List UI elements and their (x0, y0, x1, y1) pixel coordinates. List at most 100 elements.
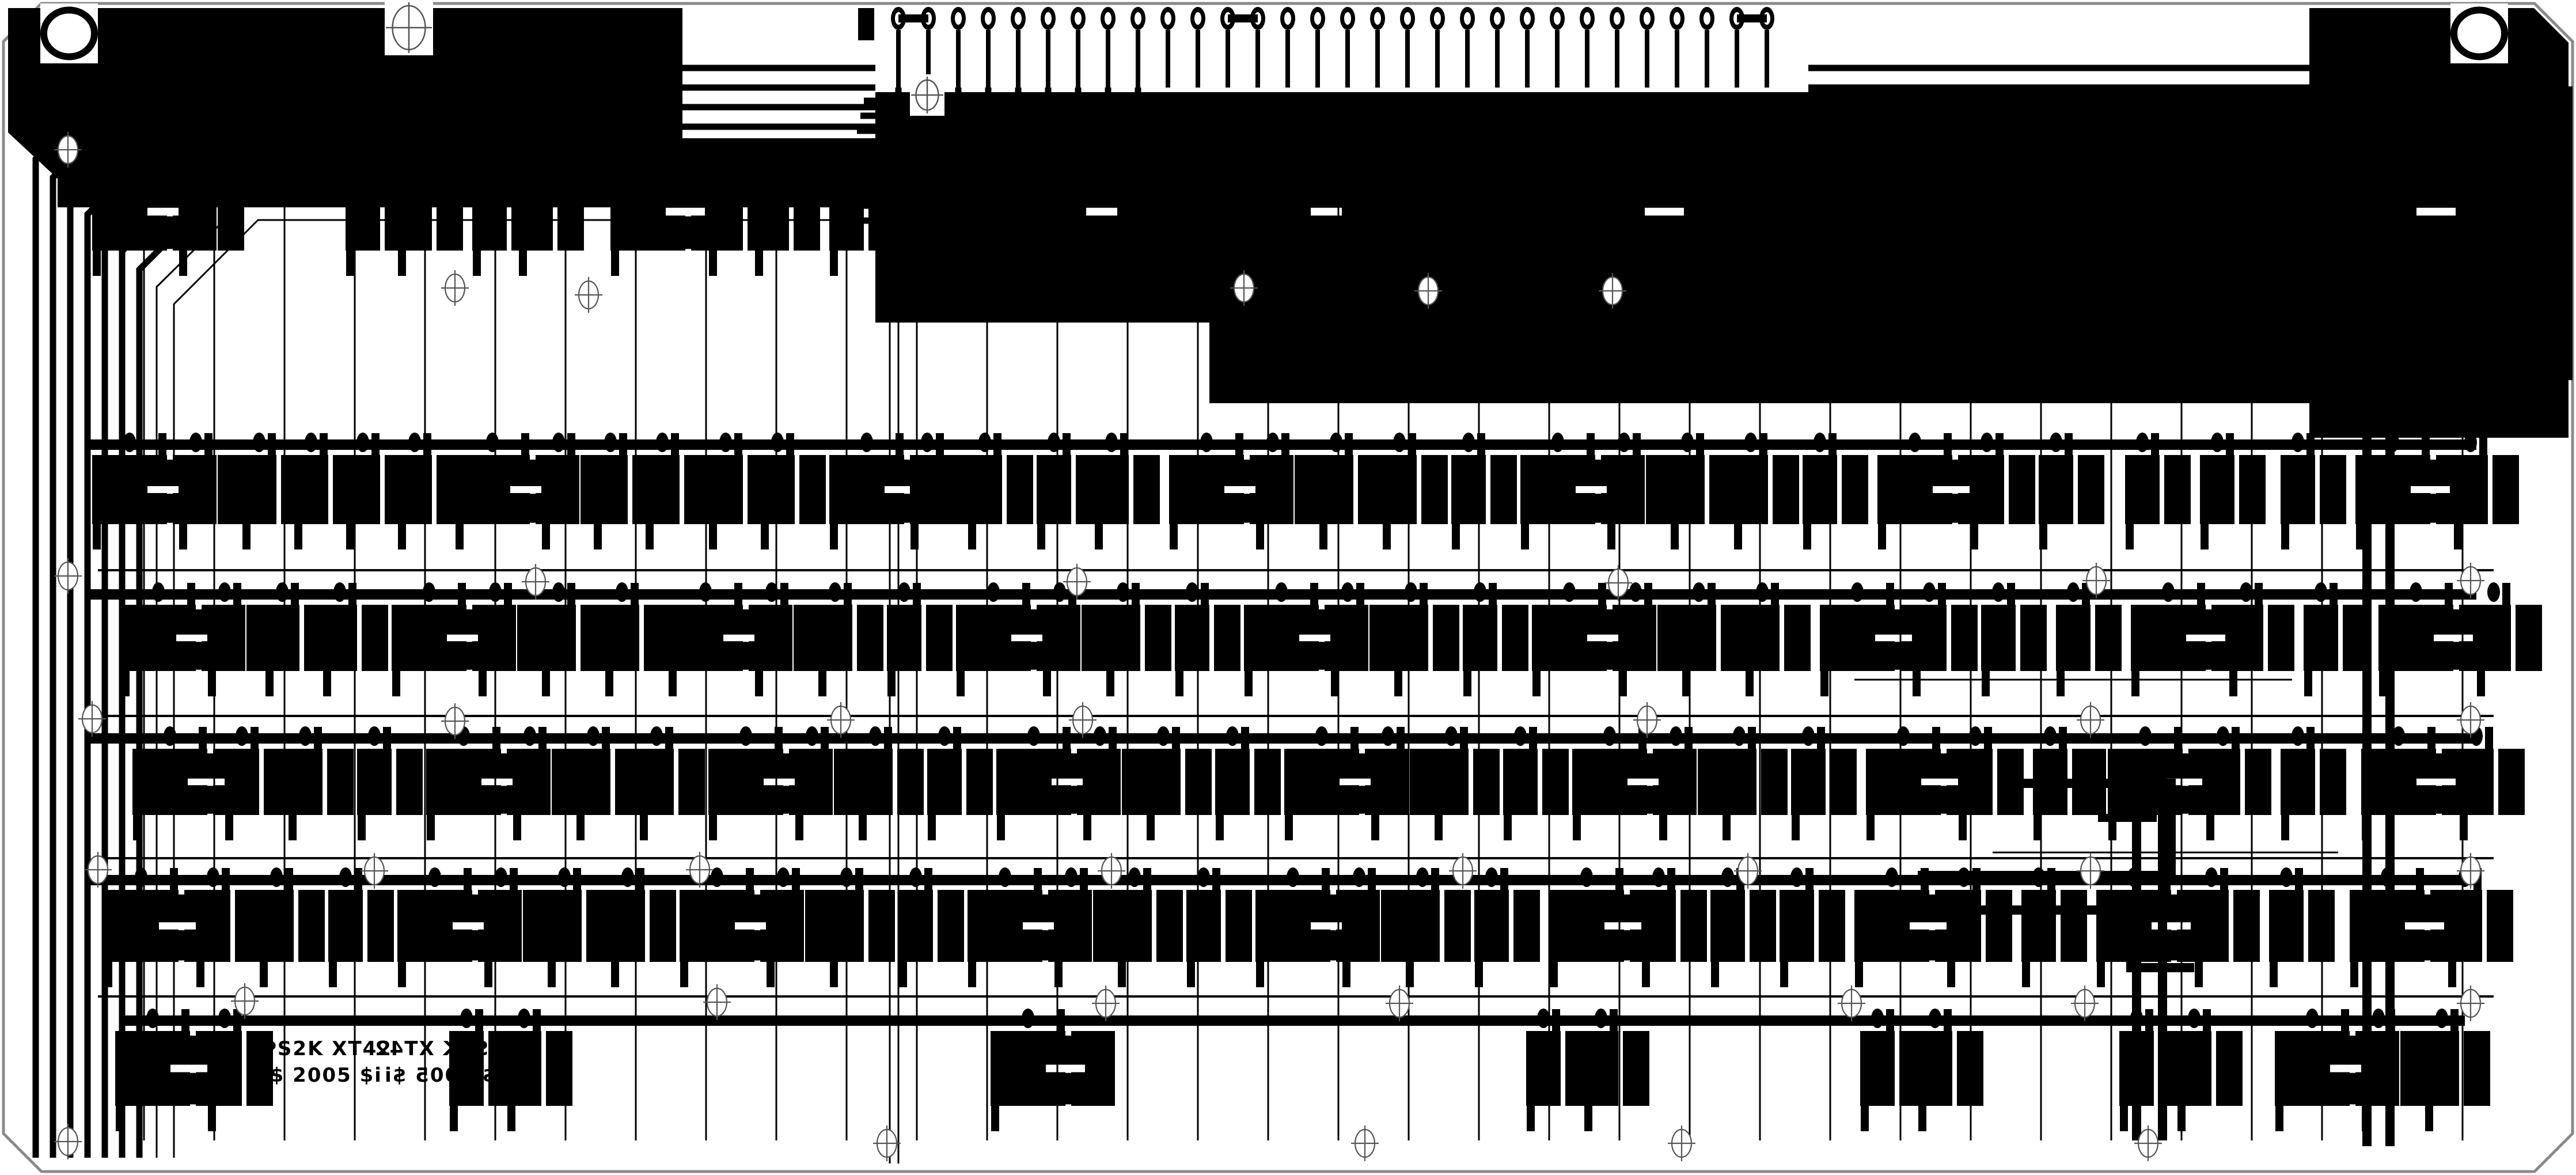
connector-pad[interactable] (1430, 7, 1445, 88)
key-contact-pad[interactable] (1186, 867, 1252, 987)
key-contact-pad[interactable] (1474, 867, 1540, 987)
key-contact-pad[interactable] (323, 582, 388, 696)
key-contact-pad[interactable] (968, 433, 1033, 549)
key-contact-pad[interactable] (576, 726, 642, 840)
key-contact-pad[interactable] (766, 867, 832, 987)
key-contact-pad[interactable] (1405, 867, 1471, 987)
key-contact-pad[interactable] (1935, 150, 2001, 276)
key-contact-pad[interactable] (397, 433, 463, 549)
connector-pad[interactable] (1610, 7, 1625, 88)
key-contact-pad[interactable] (1584, 1009, 1649, 1131)
connector-pad[interactable] (951, 7, 966, 88)
key-contact-pad[interactable] (207, 1009, 273, 1131)
connector-pad[interactable] (1490, 7, 1505, 88)
key-contact-pad[interactable] (898, 867, 964, 987)
key-contact-pad[interactable] (1803, 433, 1868, 549)
key-contact-pad[interactable] (2269, 867, 2335, 987)
key-contact-pad[interactable] (1319, 433, 1384, 549)
key-contact-pad[interactable] (1117, 867, 1183, 987)
key-contact-pad[interactable] (910, 433, 976, 549)
key-contact-pad[interactable] (1394, 582, 1459, 696)
connector-pad[interactable] (1699, 7, 1714, 88)
key-contact-pad[interactable] (829, 867, 895, 987)
key-contact-pad[interactable] (1342, 867, 1407, 987)
key-contact-pad[interactable] (1780, 867, 1845, 987)
key-contact-pad[interactable] (2448, 867, 2513, 987)
pad-jumper[interactable] (898, 14, 928, 22)
key-contact-pad[interactable] (2010, 150, 2076, 276)
key-contact-pad[interactable] (1463, 582, 1528, 696)
connector-pad[interactable] (1130, 7, 1145, 88)
key-contact-pad[interactable] (2425, 1009, 2490, 1131)
key-contact-pad[interactable] (225, 726, 290, 840)
key-contact-pad[interactable] (1745, 582, 1811, 696)
key-contact-pad[interactable] (1607, 433, 1672, 549)
connector-pad[interactable] (1640, 7, 1655, 88)
key-contact-pad[interactable] (259, 867, 325, 987)
connector-pad[interactable] (1670, 7, 1685, 88)
connector-pad[interactable] (1370, 7, 1385, 88)
key-contact-pad[interactable] (1037, 433, 1102, 549)
key-contact-pad[interactable] (991, 1009, 1115, 1131)
key-contact-pad[interactable] (645, 433, 711, 549)
key-contact-pad[interactable] (2453, 433, 2519, 549)
key-contact-pad[interactable] (2476, 582, 2542, 696)
key-contact-pad[interactable] (610, 867, 676, 987)
key-contact-pad[interactable] (760, 433, 826, 549)
key-contact-pad[interactable] (1503, 726, 1569, 840)
key-contact-pad[interactable] (1733, 433, 1799, 549)
key-contact-pad[interactable] (1877, 433, 2002, 549)
key-contact-pad[interactable] (2194, 867, 2260, 987)
key-contact-pad[interactable] (1912, 582, 1978, 696)
key-contact-pad[interactable] (547, 867, 613, 987)
connector-pad[interactable] (1071, 7, 1086, 88)
connector-pad[interactable] (1041, 7, 1056, 88)
key-contact-pad[interactable] (1106, 582, 1171, 696)
key-contact-pad[interactable] (1918, 1009, 1983, 1131)
key-contact-pad[interactable] (2091, 150, 2156, 276)
key-contact-pad[interactable] (2119, 1009, 2185, 1131)
key-contact-pad[interactable] (449, 1009, 515, 1131)
key-contact-pad[interactable] (328, 867, 394, 987)
connector-pad[interactable] (1280, 7, 1295, 88)
connector-pad[interactable] (1550, 7, 1565, 88)
key-contact-pad[interactable] (1042, 582, 1108, 696)
connector-pad[interactable] (1160, 7, 1175, 88)
key-contact-pad[interactable] (2177, 1009, 2243, 1131)
key-contact-pad[interactable] (1255, 433, 1321, 549)
connector-pad[interactable] (1580, 7, 1595, 88)
key-contact-pad[interactable] (1175, 582, 1240, 696)
key-contact-pad[interactable] (1330, 582, 1396, 696)
key-contact-pad[interactable] (1382, 433, 1448, 549)
key-contact-pad[interactable] (1860, 1009, 1926, 1131)
key-contact-pad[interactable] (1451, 433, 1517, 549)
pad-jumper[interactable] (1228, 14, 1258, 22)
key-contact-pad[interactable] (507, 1009, 572, 1131)
key-contact-pad[interactable] (2021, 867, 2087, 987)
key-contact-pad[interactable] (1710, 867, 1776, 987)
key-contact-pad[interactable] (1054, 867, 1120, 987)
key-contact-pad[interactable] (1641, 867, 1707, 987)
connector-pad[interactable] (1340, 7, 1355, 88)
connector-pad[interactable] (1400, 7, 1415, 88)
key-contact-pad[interactable] (2281, 433, 2346, 549)
key-contact-pad[interactable] (1860, 150, 1926, 276)
key-contact-pad[interactable] (754, 150, 820, 276)
key-contact-pad[interactable] (927, 726, 993, 840)
key-contact-pad[interactable] (196, 867, 261, 987)
key-contact-pad[interactable] (1659, 726, 1724, 840)
key-contact-pad[interactable] (1947, 867, 2012, 987)
connector-pad[interactable] (1011, 7, 1026, 88)
connector-pad[interactable] (1190, 7, 1205, 88)
connector-pad[interactable] (1460, 7, 1475, 88)
key-contact-pad[interactable] (1733, 150, 1799, 276)
connector-pad[interactable] (1520, 7, 1535, 88)
key-contact-pad[interactable] (2200, 433, 2266, 549)
via-pad[interactable] (2487, 582, 2500, 602)
key-contact-pad[interactable] (1526, 1009, 1592, 1131)
key-contact-pad[interactable] (639, 726, 705, 840)
key-contact-pad[interactable] (1388, 150, 1454, 276)
connector-pad[interactable] (1310, 7, 1325, 88)
key-contact-pad[interactable] (179, 150, 244, 276)
key-contact-pad[interactable] (1670, 433, 1736, 549)
